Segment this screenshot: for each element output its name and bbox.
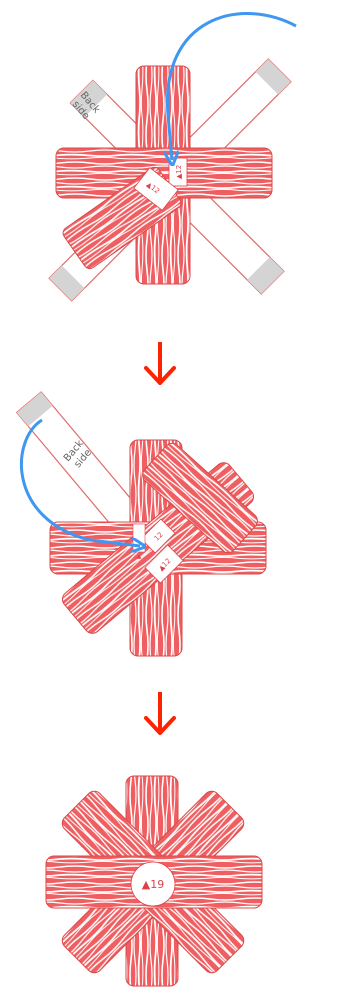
tab-12-upper: 12: [140, 518, 176, 554]
tab-12-lower: ▲12: [144, 544, 184, 584]
step-1: Back side ▲12 ▲12: [48, 12, 297, 302]
curved-arrow-icon: [19, 418, 140, 546]
svg-text:▲12: ▲12: [175, 165, 183, 179]
ribbon-loop-diagonal-b: [142, 442, 258, 554]
tab-mid-marker: ▲: [137, 553, 142, 560]
curved-arrow-icon: [167, 12, 297, 160]
step-3: ▲19: [45, 775, 263, 987]
down-arrow-icon: [144, 342, 176, 385]
center-label: ▲19: [142, 878, 164, 891]
tab-12-lower: ▲12: [133, 167, 179, 211]
step-2: Back side 12 ▲12 ▲: [15, 391, 267, 657]
svg-text:12: 12: [153, 531, 165, 543]
tab-12-upper: ▲12: [168, 157, 188, 187]
center-medallion: [130, 861, 176, 907]
down-arrow-icon: [144, 692, 176, 735]
tab-small: [132, 523, 146, 553]
